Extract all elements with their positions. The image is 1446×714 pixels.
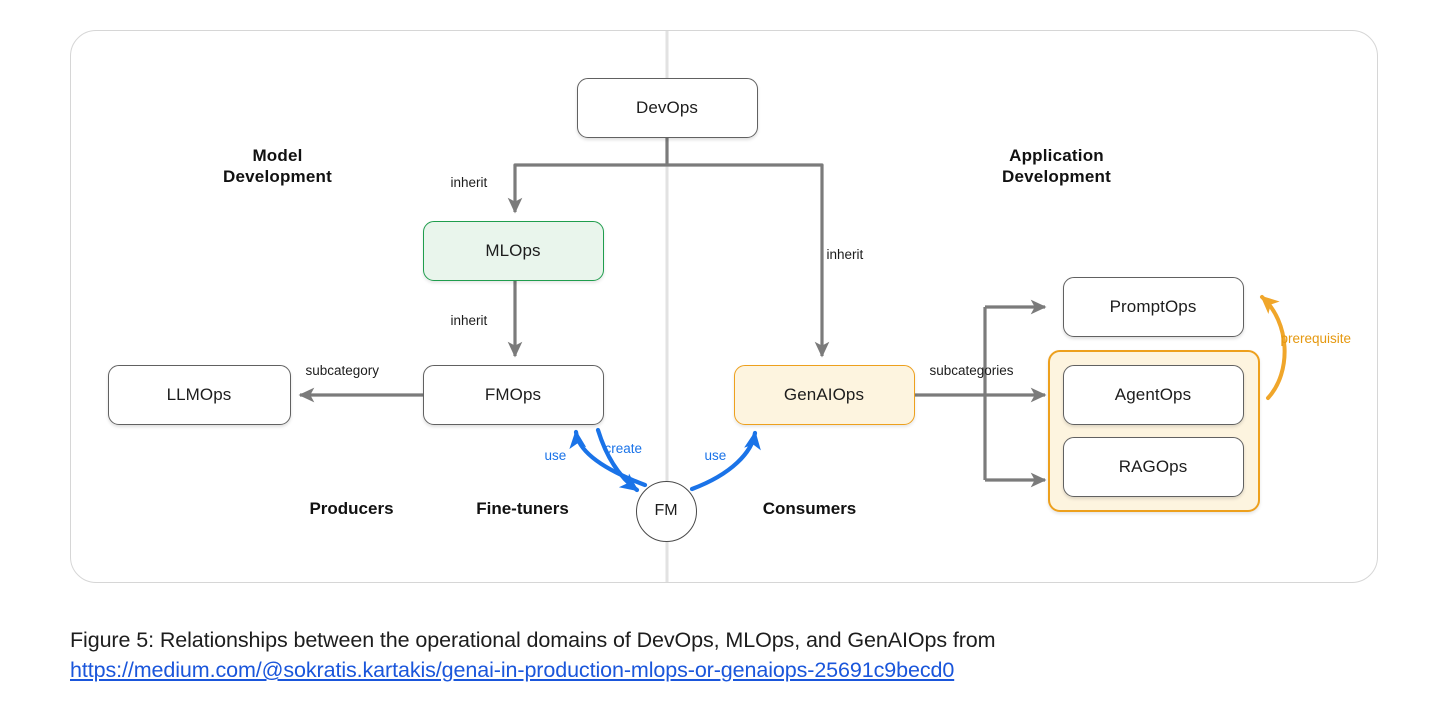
section-title-model-development: Model Development — [188, 145, 368, 187]
node-mlops[interactable]: MLOps — [422, 220, 604, 281]
section-title-line1: Application — [1009, 145, 1104, 165]
edge-label-subcategories: subcategories — [929, 362, 1014, 378]
node-promptops[interactable]: PromptOps — [1062, 276, 1244, 337]
edge-fmops-create-fm — [595, 427, 639, 492]
role-label-fine-tuners: Fine-tuners — [476, 498, 569, 518]
node-genaiops[interactable]: GenAIOps — [733, 364, 915, 425]
caption-text: Figure 5: Relationships between the oper… — [70, 628, 996, 652]
edge-prerequisite — [1259, 294, 1286, 400]
edge-label-create: create — [604, 440, 643, 456]
edge-label-use-right: use — [704, 447, 727, 463]
node-fmops[interactable]: FMOps — [422, 364, 604, 425]
edge-label-inherit-genaiops: inherit — [826, 246, 864, 262]
edge-label-subcategory: subcategory — [305, 362, 380, 378]
edge-label-inherit-mlops: inherit — [450, 174, 488, 190]
node-devops[interactable]: DevOps — [576, 77, 758, 138]
section-title-line1: Model — [252, 145, 303, 165]
section-title-line2: Development — [223, 166, 332, 186]
edge-label-inherit-fmops: inherit — [450, 312, 488, 328]
node-ragops[interactable]: RAGOps — [1062, 436, 1244, 497]
caption-link[interactable]: https://medium.com/@sokratis.kartakis/ge… — [70, 658, 955, 682]
edge-fm-use-fmops — [568, 429, 647, 487]
figure-caption: Figure 5: Relationships between the oper… — [70, 625, 1390, 685]
role-label-consumers: Consumers — [762, 498, 857, 518]
node-fm[interactable]: FM — [635, 480, 697, 542]
edge-label-use-left: use — [544, 447, 567, 463]
node-llmops[interactable]: LLMOps — [107, 364, 291, 425]
role-label-producers: Producers — [309, 498, 394, 518]
node-agentops[interactable]: AgentOps — [1062, 364, 1244, 425]
section-title-line2: Development — [1002, 166, 1111, 186]
edge-label-prerequisite: prerequisite — [1280, 330, 1352, 346]
figure-card: Model Development Application Developmen… — [70, 30, 1378, 583]
section-title-application-development: Application Development — [967, 145, 1147, 187]
